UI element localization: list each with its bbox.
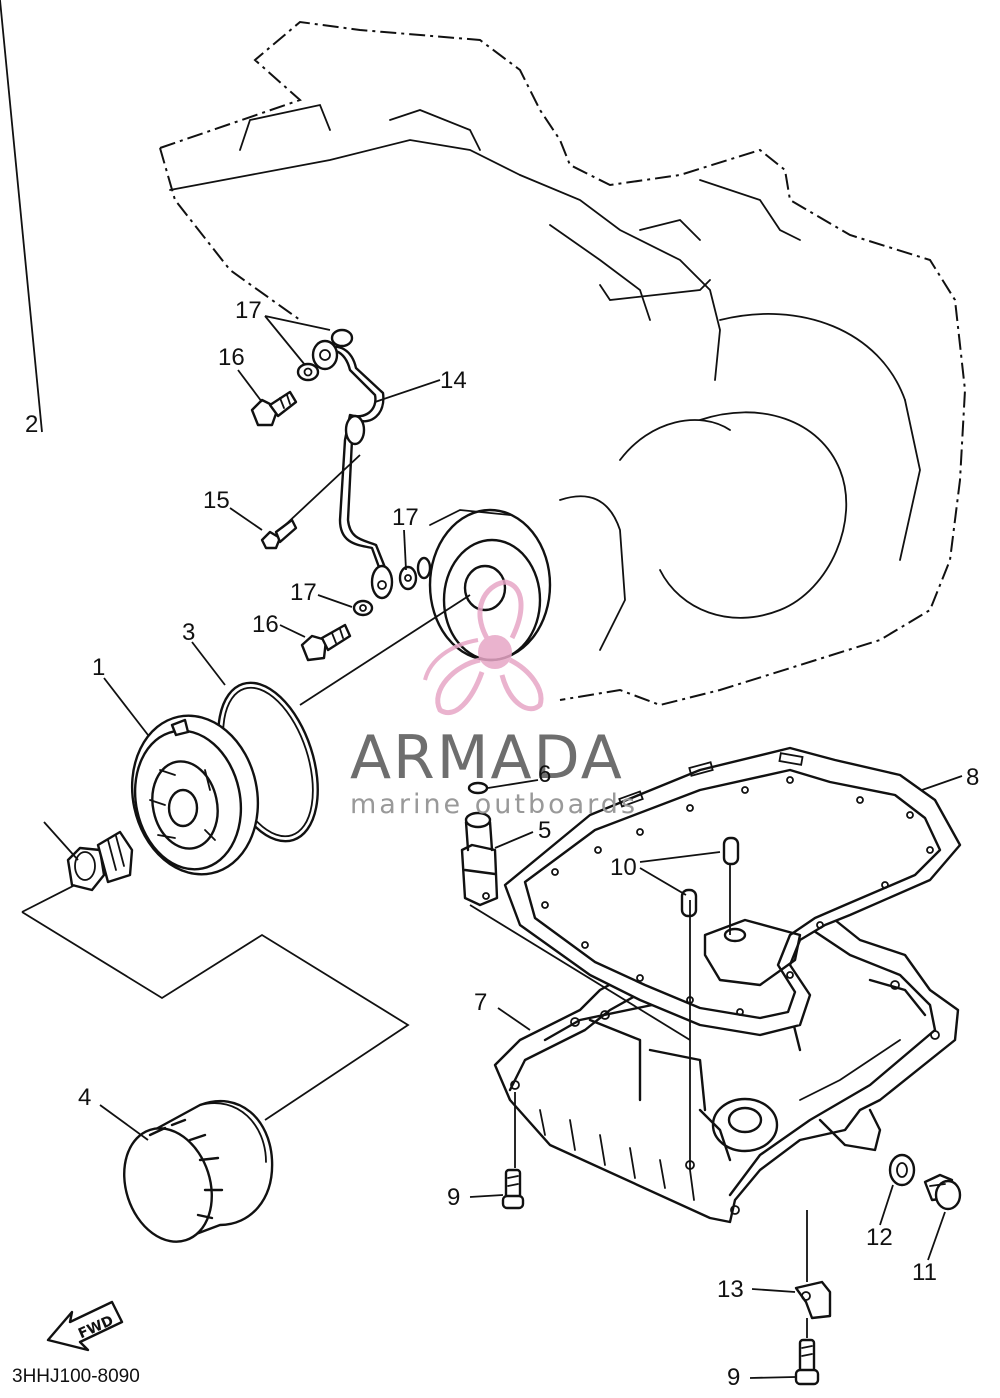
oil-strainer-pipe [460, 811, 499, 907]
callout-7: 7 [474, 989, 487, 1016]
oil-delivery-pipe [311, 339, 394, 600]
dowel-pins [680, 836, 740, 918]
callout-8: 8 [966, 764, 979, 791]
callout-15: 15 [203, 487, 230, 514]
strainer-o-ring [467, 781, 489, 795]
callout-1: 1 [92, 654, 105, 681]
callout-12: 12 [866, 1224, 893, 1251]
engine-block-outline [159, 20, 967, 707]
pipe-clamp-bolt [260, 518, 298, 550]
copper-seal-washers [296, 328, 432, 617]
drain-plug [923, 1173, 962, 1211]
callout-3: 3 [182, 619, 195, 646]
hose-clamp [794, 1280, 832, 1320]
oil-filter-cartridge [123, 1099, 274, 1243]
callout-13: 13 [717, 1276, 744, 1303]
callout-16-upper: 16 [218, 344, 245, 371]
watermark-brand: ARMADA [350, 723, 624, 793]
diagram-code: 3HHJ100-8090 [12, 1366, 140, 1387]
callout-numbers: 1 2 3 4 5 6 7 8 9 9 10 11 12 13 14 15 16… [25, 297, 979, 1391]
callout-9-upper: 9 [447, 1184, 460, 1211]
union-bolt-lower [300, 623, 352, 662]
union-bolt-upper [250, 390, 298, 427]
callout-16-lower: 16 [252, 611, 279, 638]
kit-bracket-lines [21, 884, 410, 1121]
callout-17-lower: 17 [290, 579, 317, 606]
callout-6: 6 [538, 761, 551, 788]
oil-pan-bolt-left [501, 1168, 525, 1210]
armada-propeller-logo [423, 579, 544, 715]
callout-2: 2 [25, 411, 38, 438]
callout-10: 10 [610, 854, 637, 881]
callout-14: 14 [440, 367, 467, 394]
oil-pan-bolt-bottom [794, 1338, 820, 1386]
drain-plug-gasket [888, 1153, 916, 1187]
callout-5: 5 [538, 817, 551, 844]
filter-union-bolt [66, 830, 134, 892]
oil-pan-gasket [503, 746, 962, 1037]
callout-9-lower: 9 [727, 1364, 740, 1391]
callout-17-middle: 17 [392, 504, 419, 531]
oil-cooler-cover [130, 714, 260, 876]
watermark-tagline: marine outboards [350, 789, 638, 820]
callout-11: 11 [912, 1259, 937, 1286]
callout-17-top: 17 [235, 297, 262, 324]
leader-lines [0, 0, 963, 1379]
callout-4: 4 [78, 1084, 91, 1111]
forward-direction-arrow: FWD [46, 1300, 124, 1352]
